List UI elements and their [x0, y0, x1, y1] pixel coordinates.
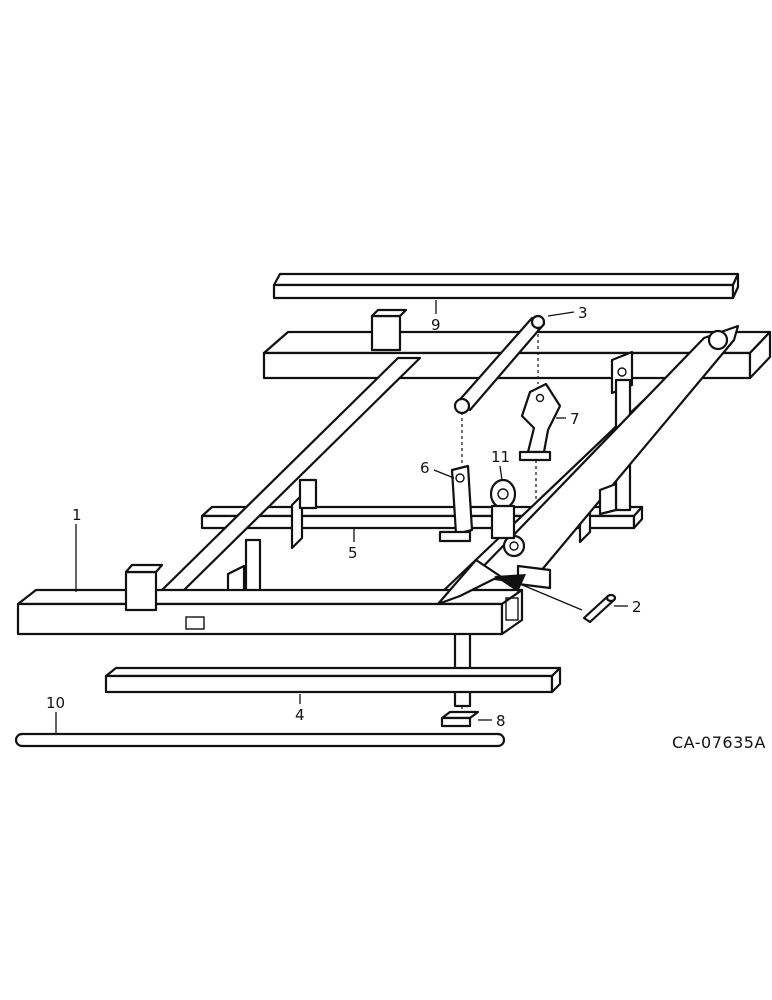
part-3-link-bar — [453, 314, 546, 415]
part-4-lower-bar — [104, 666, 562, 694]
callout-4: 4 — [295, 706, 305, 724]
reference-code: CA-07635A — [672, 733, 766, 752]
part-1-front-beam — [16, 563, 524, 636]
callout-2: 2 — [632, 598, 642, 616]
part-8-plate — [440, 710, 480, 728]
callout-10: 10 — [46, 694, 65, 712]
callout-7: 7 — [570, 410, 580, 428]
assembly-arrow — [494, 574, 583, 611]
part-2-pin — [582, 593, 617, 624]
callout-6: 6 — [420, 459, 430, 477]
callout-3: 3 — [578, 304, 588, 322]
callout-9: 9 — [431, 316, 441, 334]
part-10-round-rod — [14, 732, 506, 748]
callout-8: 8 — [496, 712, 506, 730]
frame-legs — [226, 378, 632, 708]
callout-labels: 1 2 3 4 5 6 7 8 9 10 11 — [46, 304, 642, 730]
part-6-upright-post — [438, 464, 474, 543]
part-9-top-bar — [272, 272, 740, 300]
pivot-brackets — [598, 482, 618, 516]
callout-leaders — [55, 300, 628, 734]
callout-5: 5 — [348, 544, 358, 562]
callout-11: 11 — [491, 448, 510, 466]
part-11-roller — [489, 478, 517, 540]
part-7-bracket — [518, 382, 562, 462]
callout-1: 1 — [72, 506, 82, 524]
